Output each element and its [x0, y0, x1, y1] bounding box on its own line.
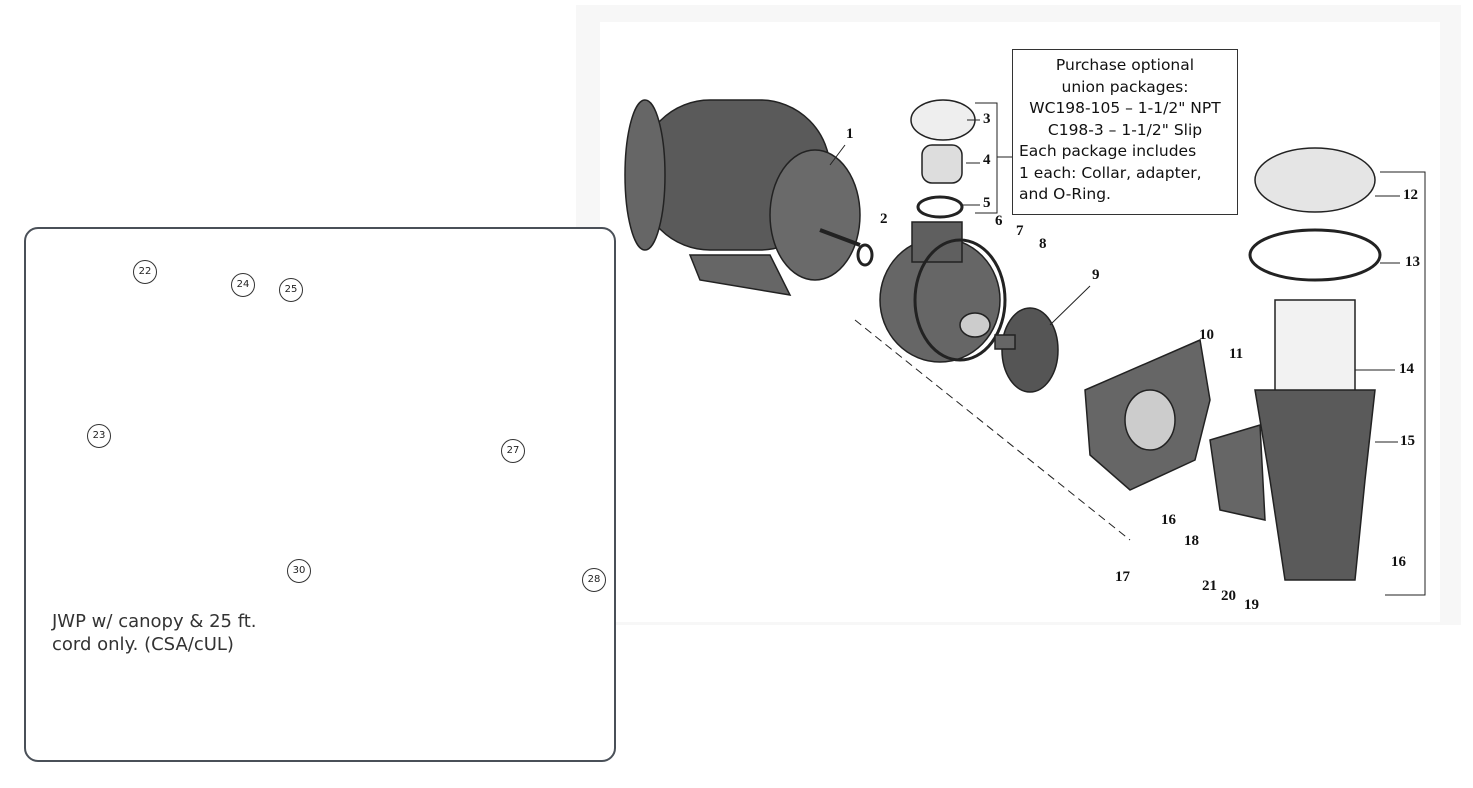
- part-number-4: 4: [983, 152, 991, 168]
- part-number-8: 8: [1039, 236, 1047, 252]
- note-line: Purchase optional: [1055, 56, 1195, 74]
- part-2-shape: [856, 243, 874, 267]
- caption-line-2: cord only. (CSA/cUL): [52, 634, 234, 655]
- seal-plate: [1084, 338, 1211, 491]
- motor: [624, 99, 861, 296]
- note-line: C198-3 – 1-1/2" Slip: [1047, 120, 1203, 139]
- union-parts: [910, 99, 976, 219]
- callout-30: 30: [287, 559, 311, 583]
- callout-22: 22: [133, 260, 157, 284]
- callout-23: 23: [87, 424, 111, 448]
- part-number-11: 11: [1229, 346, 1244, 362]
- part-number-6: 6: [995, 213, 1003, 229]
- note-line: union packages:: [1061, 77, 1189, 96]
- pump-volute: [879, 221, 1007, 363]
- part-number-2: 2: [880, 211, 888, 227]
- callout-25: 25: [279, 278, 303, 302]
- leader-lines: [829, 102, 1426, 596]
- part-number-12: 12: [1403, 187, 1418, 203]
- note-line: Each package includes: [1019, 142, 1197, 160]
- caption-line-1: JWP w/ canopy & 25 ft.: [52, 611, 257, 632]
- canopy-inset-panel: [24, 227, 616, 762]
- part-number-5: 5: [983, 195, 991, 211]
- part-number-17: 17: [1115, 569, 1130, 585]
- callout-28: 28: [582, 568, 606, 592]
- part-number-9: 9: [1092, 267, 1100, 283]
- impeller: [994, 307, 1059, 393]
- note-line: 1 each: Collar, adapter,: [1019, 163, 1202, 182]
- part-number-21: 21: [1202, 578, 1217, 594]
- part-number-16a: 16: [1161, 512, 1176, 528]
- part-number-16b: 16: [1391, 554, 1406, 570]
- note-line: WC198-105 – 1-1/2" NPT: [1029, 99, 1221, 117]
- part-number-1: 1: [846, 126, 854, 142]
- part-number-19: 19: [1244, 597, 1259, 613]
- part-number-3: 3: [983, 111, 991, 127]
- part-number-10: 10: [1199, 327, 1214, 343]
- callout-24: 24: [231, 273, 255, 297]
- note-line: and O-Ring.: [1019, 185, 1111, 203]
- part-number-13: 13: [1405, 254, 1420, 270]
- callout-27: 27: [501, 439, 525, 463]
- inset-caption: JWP w/ canopy & 25 ft. cord only. (CSA/c…: [52, 610, 257, 656]
- part-number-7: 7: [1016, 223, 1024, 239]
- union-package-note: Purchase optional union packages: WC198-…: [1012, 49, 1238, 215]
- part-number-15: 15: [1400, 433, 1415, 449]
- strainer-housing: [1209, 147, 1382, 581]
- part-number-18: 18: [1184, 533, 1199, 549]
- part-number-14: 14: [1399, 361, 1414, 377]
- part-number-20: 20: [1221, 588, 1236, 604]
